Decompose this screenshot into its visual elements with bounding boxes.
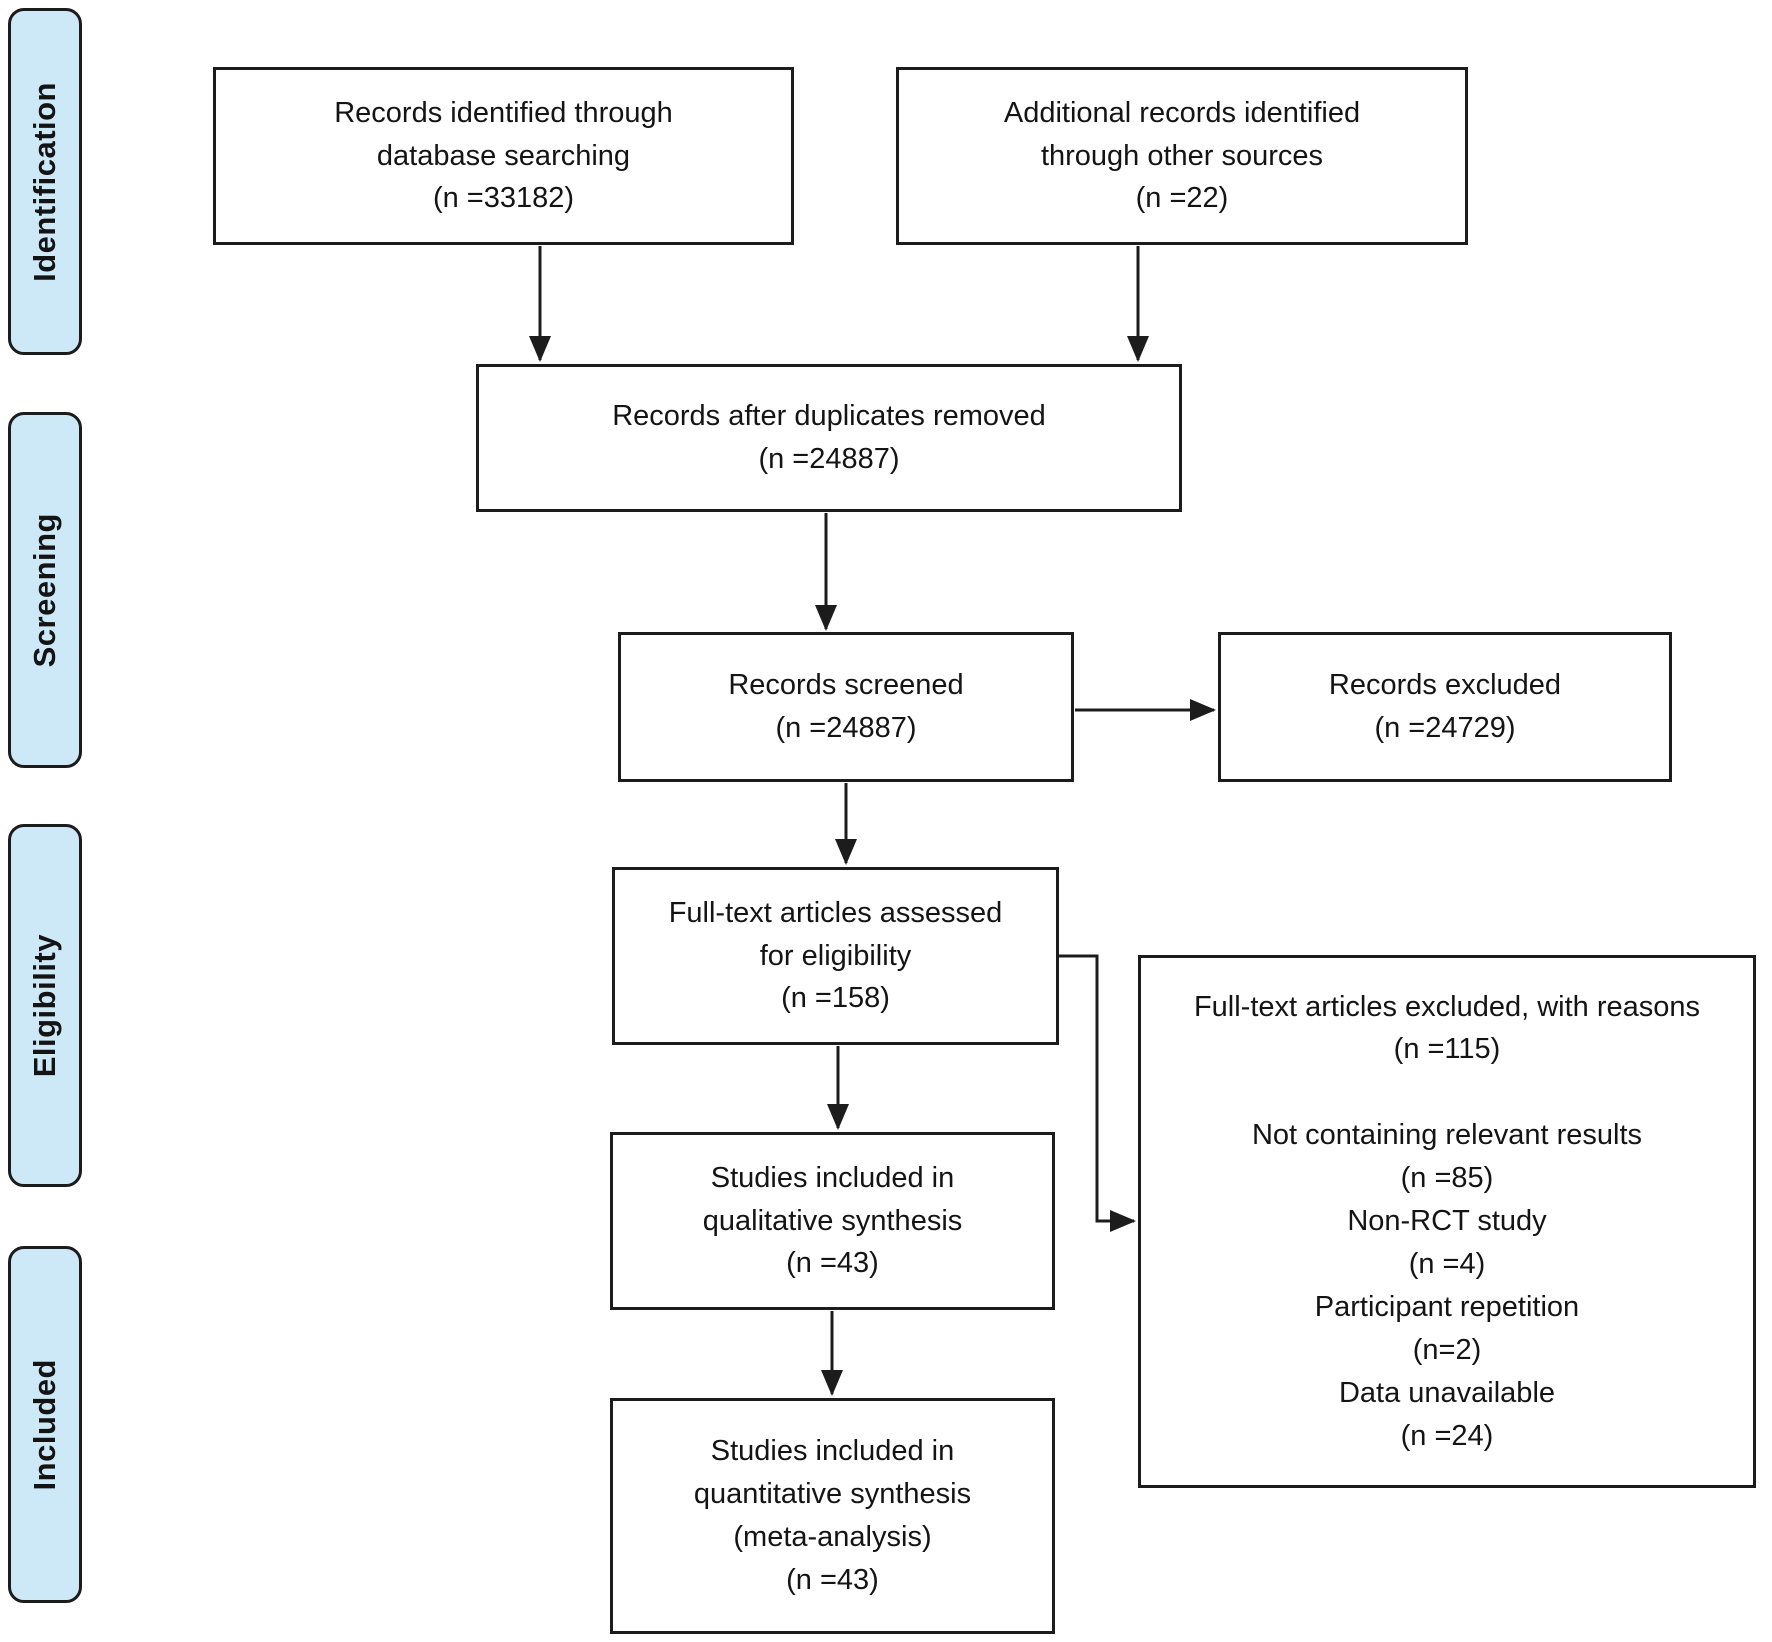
box-fulltext-assessed: Full-text articles assessed for eligibil…	[612, 867, 1059, 1045]
stage-label: Identification	[27, 81, 62, 282]
box-quantitative-synthesis: Studies included in quantitative synthes…	[610, 1398, 1055, 1634]
box-quantitative-synthesis-text: Studies included in quantitative synthes…	[693, 1435, 972, 1596]
box-records-screened-text: Records screened (n =24887)	[728, 669, 964, 744]
stage-label: Included	[27, 1358, 62, 1491]
stage-tab-included: Included	[8, 1246, 82, 1603]
box-records-excluded: Records excluded (n =24729)	[1218, 632, 1672, 782]
stage-tab-screening: Screening	[8, 412, 82, 768]
box-fulltext-excluded: Full-text articles excluded, with reason…	[1138, 955, 1756, 1488]
box-records-after-duplicates: Records after duplicates removed (n =248…	[476, 364, 1182, 512]
box-fulltext-assessed-text: Full-text articles assessed for eligibil…	[668, 896, 1003, 1015]
box-records-identified-text: Records identified through database sear…	[334, 96, 673, 215]
stage-label: Screening	[27, 512, 62, 668]
box-records-excluded-text: Records excluded (n =24729)	[1328, 669, 1562, 744]
stage-tab-eligibility: Eligibility	[8, 824, 82, 1187]
stage-tab-identification: Identification	[8, 8, 82, 355]
box-records-screened: Records screened (n =24887)	[618, 632, 1074, 782]
box-qualitative-synthesis: Studies included in qualitative synthesi…	[610, 1132, 1055, 1310]
box-additional-records: Additional records identified through ot…	[896, 67, 1468, 245]
box-records-after-duplicates-text: Records after duplicates removed (n =248…	[612, 400, 1046, 475]
box-fulltext-excluded-text: Full-text articles excluded, with reason…	[1193, 990, 1701, 1452]
box-records-identified: Records identified through database sear…	[213, 67, 794, 245]
box-additional-records-text: Additional records identified through ot…	[1003, 96, 1361, 215]
stage-label: Eligibility	[27, 933, 62, 1078]
box-qualitative-synthesis-text: Studies included in qualitative synthesi…	[702, 1161, 963, 1280]
arrow-fulltext-to-fulltext-excluded	[1058, 954, 1136, 1232]
